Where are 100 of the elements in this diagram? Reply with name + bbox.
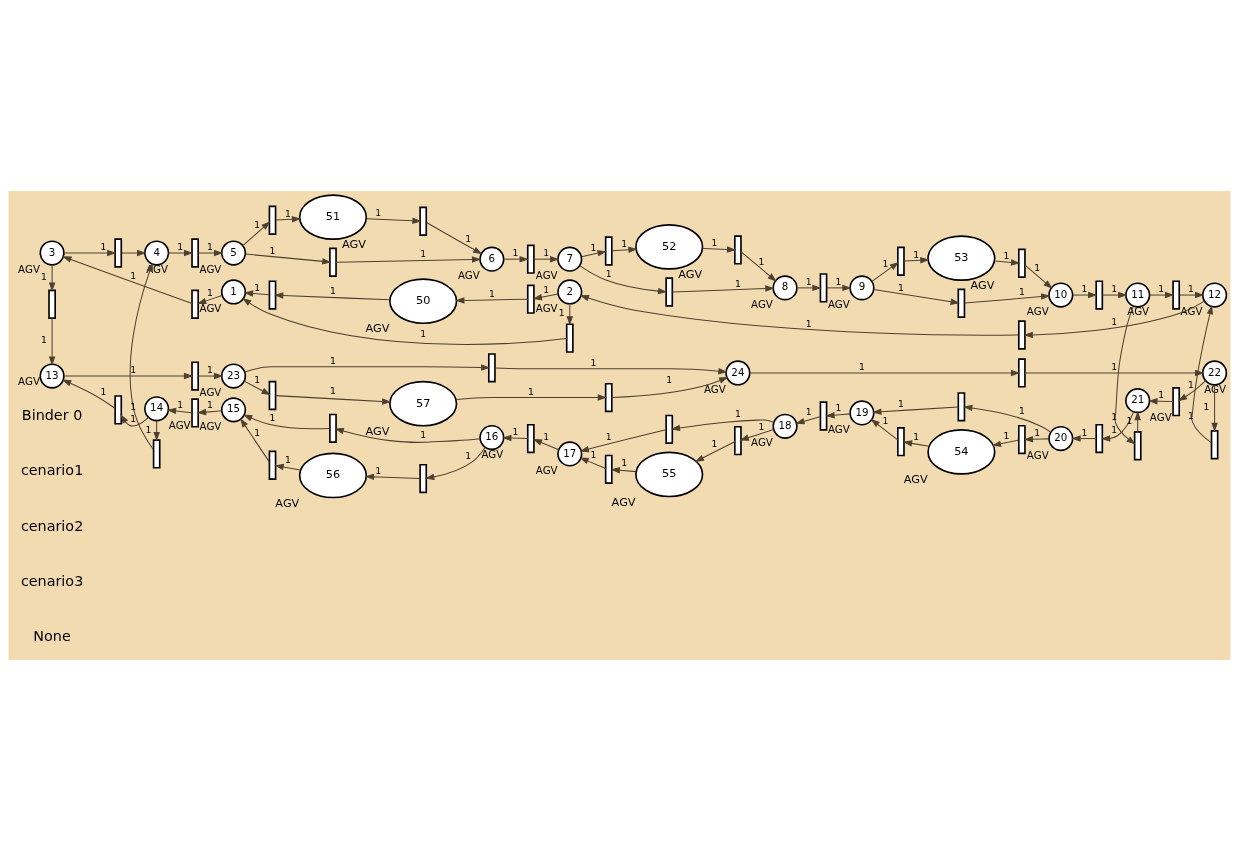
node-ellipse: 53 [927,234,996,281]
edge-label: 1 [330,284,336,296]
label: Binder 0 [21,406,83,423]
arrow [611,245,638,253]
edge-label: 1 [882,414,889,426]
arrow [610,466,637,473]
node-ellipse: 54 [927,428,996,475]
arrow [1191,304,1213,443]
arrow [274,463,301,470]
arrow [244,363,491,373]
edge-label: 1 [177,398,184,410]
arrow [1024,369,1205,376]
node-bar [1095,279,1104,310]
arrow [871,261,899,282]
edge-label: 1 [835,401,842,413]
edge-label: 1 [913,248,920,260]
node-bar [734,425,742,455]
node-bar [734,234,742,265]
node-circle: 3 [39,239,65,266]
arrow [166,407,193,414]
edge-label: 1 [330,384,336,396]
arrow [1072,291,1098,298]
node-bar [1095,423,1104,453]
arrow [242,297,567,345]
arrow [240,417,270,462]
arrow [1101,410,1134,442]
node-bar [819,272,828,303]
edge-label: 1 [130,269,137,281]
arrow [1149,291,1175,298]
edge-label: 1 [207,398,213,410]
node-bar [897,426,905,456]
arrow [532,438,560,450]
node-circle: 19 [849,399,875,426]
arrow [121,249,147,256]
edge-label: 1 [897,397,904,409]
edge-label: 1 [621,456,628,468]
arrow [1177,379,1207,401]
node-bar [819,400,828,431]
arrow [694,440,736,462]
edge-label: 1 [40,333,47,345]
arrow [870,418,899,440]
node-bar [268,205,277,235]
node-circle: 14 [144,395,170,421]
arrow [197,294,223,304]
edge-label: 1 [207,240,213,252]
edge-label: 1 [1034,261,1041,273]
arrow [872,405,959,415]
node-bar [1017,248,1026,278]
node-circle: 1 [220,278,247,305]
node-bar [268,380,277,410]
edge-label: 1 [805,317,812,329]
arrow [1211,384,1218,432]
node-bar [1017,424,1026,454]
edge-label: 1 [621,237,628,249]
node-label: AGV [827,422,850,435]
node-label: AGV [1180,304,1203,317]
edge-label: 1 [758,420,765,432]
node-circle: 16 [479,424,505,450]
node-circle: 9 [849,274,875,300]
edge-label: 1 [590,448,597,460]
node-label: AGV [970,278,995,292]
edge-label: 1 [254,426,261,438]
node-label: AGV [535,268,558,281]
node-circle: 23 [220,362,247,389]
node-bar [1017,319,1026,350]
arrow [991,439,1020,447]
arrow [702,245,737,253]
arrow [964,292,1051,304]
edge-label: 1 [1003,249,1010,261]
arrow [196,408,223,415]
edge-label: 1 [130,412,137,424]
edge-label: 1 [1188,409,1194,421]
edge-label: 1 [1188,378,1194,390]
edge-label: 1 [527,385,534,397]
arrow [670,418,775,431]
node-bar [191,237,199,268]
node-label: AGV [1149,410,1172,423]
arrow [425,221,483,254]
arrow [198,372,224,379]
arrow [1071,434,1097,442]
edge-label: 1 [177,240,184,252]
arrow [334,427,481,443]
edge-label: 1 [1018,404,1025,416]
node-circle: 5 [220,239,247,266]
node-bar [191,360,199,391]
edge-label: 1 [465,449,472,461]
arrow [425,446,486,480]
node-bar [957,288,966,318]
edge-label: 1 [330,354,336,366]
arrow [1148,397,1174,404]
arrow [168,249,194,256]
arrow [48,263,56,292]
node-label: AGV [199,262,222,275]
node-bar [191,397,199,428]
node-label: AGV [199,385,222,398]
edge-label: 1 [1111,410,1118,422]
node-label: AGV [365,424,390,438]
node-bar [565,322,574,353]
edge-label: 1 [465,232,472,244]
node-label: AGV [481,447,504,460]
